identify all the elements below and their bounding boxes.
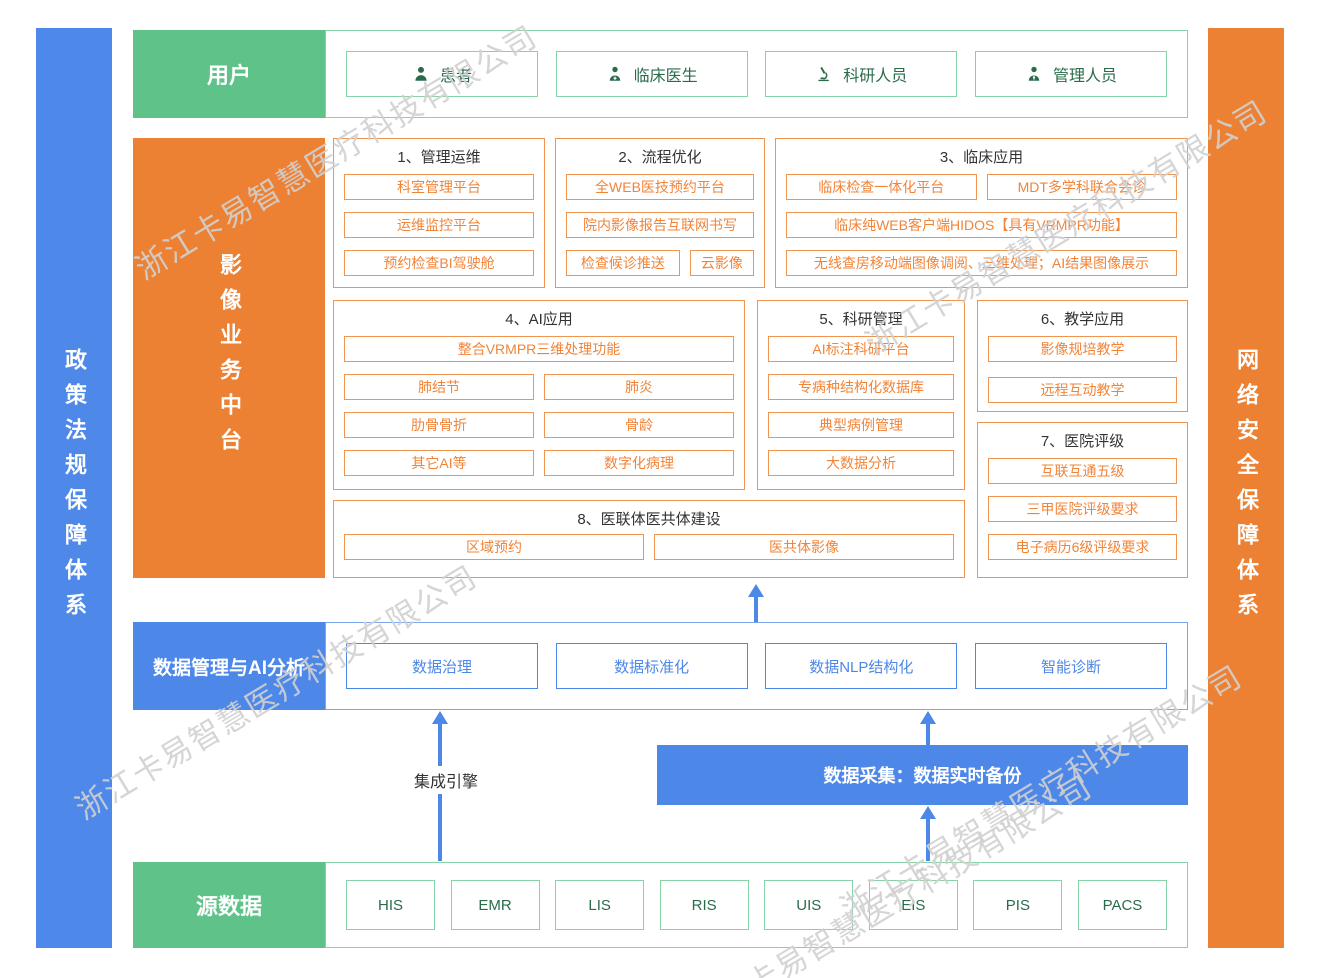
data-standardization-box: 数据标准化 [555,643,748,689]
data-governance-box: 数据治理 [346,643,538,689]
user-patient: 患者 [346,51,538,97]
source-system-his: HIS [346,880,435,930]
data-management-content: 数据治理 数据标准化 数据NLP结构化 智能诊断 [325,622,1188,710]
platform-item: 全WEB医技预约平台 [566,174,754,200]
source-system-emr: EMR [450,880,540,930]
section-ai-application: 4、AI应用 整合VRMPR三维处理功能 肺结节 肺炎 肋骨骨折 骨龄 其它AI… [333,300,745,490]
arrow-shaft [926,819,930,861]
platform-item: 预约检查BI驾驶舱 [344,250,534,276]
user-label: 临床医生 [633,68,698,85]
section-title: 7、医院评级 [1040,433,1125,450]
arrow-head [920,806,936,819]
section-title: 3、临床应用 [939,149,1024,166]
imaging-platform: 影像业务中台 1、管理运维 科室管理平台 运维监控平台 预约检查BI驾驶舱 2、… [133,138,1188,578]
platform-item: 专病种结构化数据库 [768,374,954,400]
section-medical-consortium: 8、医联体医共体建设 区域预约 医共体影像 [333,500,965,578]
platform-item: 典型病例管理 [768,412,954,438]
section-title: 4、AI应用 [505,311,573,328]
source-data-content: HIS EMR LIS RIS UIS EIS PIS PACS [325,862,1188,948]
platform-item: 电子病历6级评级要求 [988,534,1177,560]
platform-item: 肋骨骨折 [344,412,534,438]
user-clinician: 临床医生 [555,51,748,97]
network-security-label: 网络安全保障体系 [1234,348,1259,628]
platform-item: 影像规培教学 [988,336,1177,362]
platform-item: MDT多学科联合会诊 [986,174,1177,200]
arrow-up-to-platform [748,584,764,622]
platform-item: 区域预约 [344,534,644,560]
platform-item: 院内影像报告互联网书写 [566,212,754,238]
source-system-ris: RIS [659,880,749,930]
users-row: 用户 患者 临床医生 科研人员 管理人员 [133,30,1188,118]
source-data-row: 源数据 HIS EMR LIS RIS UIS EIS PIS PACS [133,862,1188,948]
section-clinical-application: 3、临床应用 临床检查一体化平台 MDT多学科联合会诊 临床纯WEB客户端HID… [775,138,1188,288]
user-researcher: 科研人员 [765,51,958,97]
user-label: 科研人员 [843,68,908,85]
platform-item: 整合VRMPR三维处理功能 [344,336,734,362]
section-title: 6、教学应用 [1040,311,1125,328]
source-system-lis: LIS [555,880,645,930]
platform-item: 骨龄 [544,412,734,438]
data-management-label: 数据管理与AI分析 [133,622,325,710]
data-nlp-box: 数据NLP结构化 [765,643,958,689]
section-management-ops: 1、管理运维 科室管理平台 运维监控平台 预约检查BI驾驶舱 [333,138,545,288]
arrow-shaft [926,724,930,745]
source-system-eis: EIS [868,880,958,930]
source-system-uis: UIS [764,880,854,930]
arrow-head [432,711,448,724]
section-title: 1、管理运维 [397,149,481,166]
doctor-icon [606,65,624,83]
imaging-platform-label: 影像业务中台 [217,253,242,463]
data-collection-box: 数据采集：数据实时备份 [657,745,1188,805]
platform-item: 无线查房移动端图像调阅、三维处理；AI结果图像展示 [786,250,1177,276]
platform-item: 大数据分析 [768,450,954,476]
section-title: 8、医联体医共体建设 [577,511,721,528]
source-data-label: 源数据 [133,862,325,948]
section-hospital-rating: 7、医院评级 互联互通五级 三甲医院评级要求 电子病历6级评级要求 [977,422,1188,578]
section-title: 2、流程优化 [618,149,702,166]
microscope-icon [815,65,833,83]
integration-engine-label: 集成引擎 [396,766,496,794]
section-process-optimization: 2、流程优化 全WEB医技预约平台 院内影像报告互联网书写 检查候诊推送 云影像 [555,138,765,288]
platform-item: 数字化病理 [544,450,734,476]
platform-item: 临床纯WEB客户端HIDOS【具有VRMPR功能】 [786,212,1177,238]
platform-item: 检查候诊推送 [566,250,680,276]
data-collection-up-arrow [920,711,936,745]
platform-item: 肺炎 [544,374,734,400]
platform-item: 临床检查一体化平台 [786,174,977,200]
source-system-pacs: PACS [1077,880,1167,930]
imaging-platform-label-block: 影像业务中台 [133,138,325,578]
users-row-label: 用户 [133,30,325,118]
platform-item: 医共体影像 [654,534,954,560]
admin-icon [1025,65,1043,83]
smart-diagnosis-box: 智能诊断 [974,643,1167,689]
arrow-head [748,584,764,597]
user-label: 患者 [439,68,472,85]
imaging-platform-content: 1、管理运维 科室管理平台 运维监控平台 预约检查BI驾驶舱 2、流程优化 全W… [325,138,1188,578]
section-title: 5、科研管理 [819,311,903,328]
user-admin: 管理人员 [974,51,1167,97]
platform-item: 运维监控平台 [344,212,534,238]
section-teaching-application: 6、教学应用 影像规培教学 远程互动教学 [977,300,1188,412]
policy-regulation-bar: 政策法规保障体系 [36,28,112,948]
platform-item: 云影像 [689,250,754,276]
network-security-bar: 网络安全保障体系 [1208,28,1284,948]
section-research-management: 5、科研管理 AI标注科研平台 专病种结构化数据库 典型病例管理 大数据分析 [757,300,965,490]
arrow-shaft [754,597,758,622]
platform-item: 远程互动教学 [988,377,1177,403]
arrow-head [920,711,936,724]
users-row-content: 患者 临床医生 科研人员 管理人员 [325,30,1188,118]
source-to-collection-arrow [920,806,936,861]
platform-item: 肺结节 [344,374,534,400]
platform-item: AI标注科研平台 [768,336,954,362]
platform-item: 科室管理平台 [344,174,534,200]
platform-item: 其它AI等 [344,450,534,476]
platform-item: 三甲医院评级要求 [988,496,1177,522]
patient-icon [412,65,430,83]
policy-regulation-label: 政策法规保障体系 [62,348,87,628]
platform-item: 互联互通五级 [988,458,1177,484]
data-management-row: 数据管理与AI分析 数据治理 数据标准化 数据NLP结构化 智能诊断 [133,622,1188,710]
source-system-pis: PIS [973,880,1063,930]
user-label: 管理人员 [1052,68,1117,85]
